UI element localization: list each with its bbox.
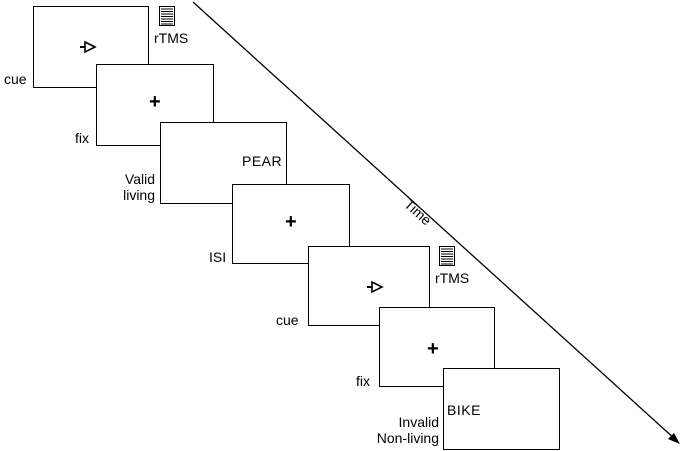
fixation-cross: + bbox=[427, 338, 439, 360]
cue-label: cue bbox=[276, 312, 299, 328]
fixation-cross: + bbox=[285, 211, 297, 233]
cue-arrow-icon bbox=[80, 40, 97, 54]
fix-label: fix bbox=[75, 130, 89, 146]
condition-label-line1: Valid bbox=[124, 171, 155, 187]
cue-arrow-icon bbox=[367, 280, 384, 294]
target-word: BIKE bbox=[447, 402, 481, 418]
condition-label-line2: living bbox=[123, 187, 155, 203]
condition-label-line1: Invalid bbox=[398, 414, 439, 430]
fixation-cross: + bbox=[149, 91, 161, 113]
cue-label: cue bbox=[4, 71, 27, 87]
fix-label: fix bbox=[356, 373, 370, 389]
rtms-label: rTMS bbox=[154, 30, 189, 46]
target-screen bbox=[443, 368, 560, 450]
condition-label-line2: Non-living bbox=[376, 430, 439, 446]
target-word: PEAR bbox=[242, 153, 283, 169]
isi-label: ISI bbox=[209, 249, 227, 265]
rtms-pulse-icon bbox=[439, 246, 455, 266]
rtms-label: rTMS bbox=[435, 270, 470, 286]
rtms-pulse-icon bbox=[159, 6, 175, 26]
